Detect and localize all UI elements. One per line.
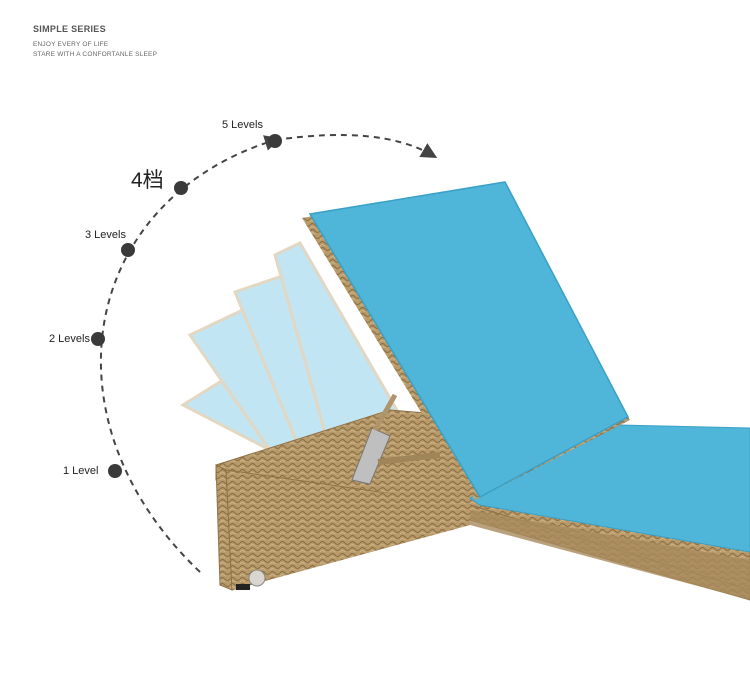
- level-1-label: 1 Level: [63, 465, 99, 477]
- foot-cap: [236, 584, 250, 590]
- recline-arc-top: [274, 134, 438, 158]
- level-1-marker: [108, 464, 122, 478]
- front-wheel: [248, 569, 266, 587]
- level-3-marker: [121, 243, 135, 257]
- tagline-line-2: STARE WITH A CONFORTANLE SLEEP: [33, 51, 158, 58]
- tagline-line-1: ENJOY EVERY OF LIFE: [33, 41, 109, 48]
- level-4-label: 4档: [131, 169, 164, 192]
- series-title: SIMPLE SERIES: [33, 24, 106, 34]
- backrest: [302, 181, 630, 500]
- level-3-label: 3 Levels: [85, 229, 126, 241]
- header: SIMPLE SERIES ENJOY EVERY OF LIFE STARE …: [33, 24, 157, 60]
- level-5-marker: [268, 134, 282, 148]
- level-4-marker: [174, 181, 188, 195]
- recline-arc: [99, 135, 281, 573]
- level-5-label: 5 Levels: [222, 119, 263, 131]
- level-2-marker: [91, 332, 105, 346]
- level-2-label: 2 Levels: [49, 333, 90, 345]
- recline-bracket: [351, 393, 441, 485]
